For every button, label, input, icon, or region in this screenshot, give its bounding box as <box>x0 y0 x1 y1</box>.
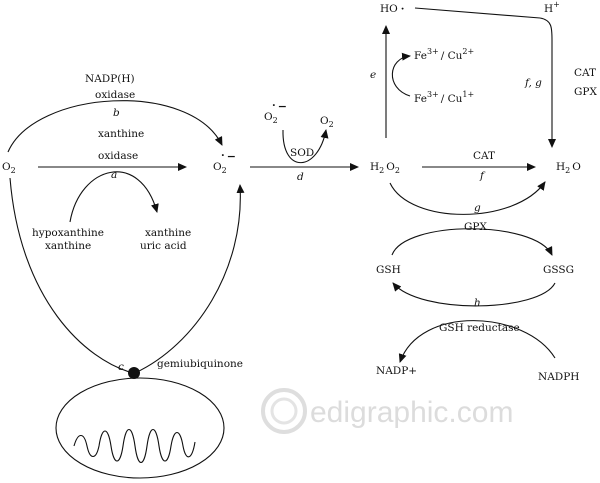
species-gsh: GSH <box>376 264 401 276</box>
enzyme-cat-side: CAT <box>574 67 596 79</box>
reaction-letter-fg: f, g <box>524 77 542 89</box>
reaction-letter-e: e <box>370 69 376 81</box>
curve-o2-to-mitochondria <box>9 177 134 374</box>
enzyme-sod: SOD <box>290 147 314 159</box>
enzyme-gpx: GPX <box>464 221 487 233</box>
arrow-hypoxanthine-to-uric-acid <box>69 171 159 223</box>
curve-proton-junction <box>539 17 553 41</box>
reaction-letter-g: g <box>474 202 481 214</box>
arrow-gssg-to-gsh <box>392 282 556 307</box>
gemiubiquinone-dot <box>128 367 140 379</box>
reaction-letter-c: c <box>118 361 124 373</box>
arrow-gpx <box>389 181 546 215</box>
species-nadph: NADPH <box>538 371 579 383</box>
enzyme-catalase: CAT <box>473 150 495 162</box>
species-uric-acid: uric acid <box>140 240 187 252</box>
watermark-text: edigraphic.com <box>310 396 513 429</box>
species-proton: H+ <box>544 0 560 15</box>
species-o2-left: O2 <box>2 161 16 175</box>
arrow-sod-o2 <box>282 129 329 164</box>
mitochondrion-icon <box>55 377 225 479</box>
reaction-letter-h: h <box>474 297 481 309</box>
enzyme-gsh-reductase: GSH reductase <box>439 322 520 334</box>
species-xanthine-substrate: xanthine <box>45 240 91 252</box>
enzyme-gpx-side: GPX <box>574 86 597 98</box>
species-xanthine-product: xanthine <box>145 227 191 239</box>
watermark: edigraphic.com <box>261 388 513 434</box>
species-nadp-plus: NADP+ <box>376 365 417 377</box>
arrow-nadph-oxidase <box>7 100 223 153</box>
reaction-letter-a: a <box>111 169 117 181</box>
arrow-nadph-to-nadp <box>398 320 556 363</box>
line-hydroxyl-to-proton <box>414 7 541 19</box>
watermark-logo-ring <box>261 388 307 434</box>
species-hypoxanthine: hypoxanthine <box>32 227 104 239</box>
superoxide-radical-dot: . <box>221 147 225 159</box>
sod-superoxide-radical-dot: . <box>272 97 276 109</box>
arrow-metal-redox <box>391 52 411 97</box>
species-sod-o2: O2 <box>320 115 334 129</box>
enzyme-xanthine-oxidase-line1: xanthine <box>98 128 144 140</box>
enzyme-nadph-oxidase-line1: NADP(H) <box>85 73 135 85</box>
reaction-letter-d: d <box>297 171 304 183</box>
species-sod-superoxide: O2− <box>264 100 287 125</box>
reaction-letter-f: f <box>479 170 486 182</box>
arrow-gsh-to-gssg <box>391 228 553 256</box>
species-fe-cu-top: Fe3+/ Cu2+ <box>414 47 474 62</box>
enzyme-nadph-oxidase-line2: oxidase <box>95 89 135 101</box>
watermark-logo-inner <box>270 397 298 425</box>
enzyme-xanthine-oxidase-line2: oxidase <box>98 150 138 162</box>
species-hydroxyl-radical: HO· <box>380 3 404 15</box>
species-superoxide: O2− <box>213 150 236 175</box>
species-fe-cu-bottom: Fe3+/ Cu1+ <box>414 90 474 105</box>
arrow-mitochondria-to-superoxide <box>134 184 245 374</box>
species-gssg: GSSG <box>543 264 574 276</box>
reaction-letter-b: b <box>113 107 120 119</box>
species-gemiubiquinone: gemiubiquinone <box>157 358 243 370</box>
